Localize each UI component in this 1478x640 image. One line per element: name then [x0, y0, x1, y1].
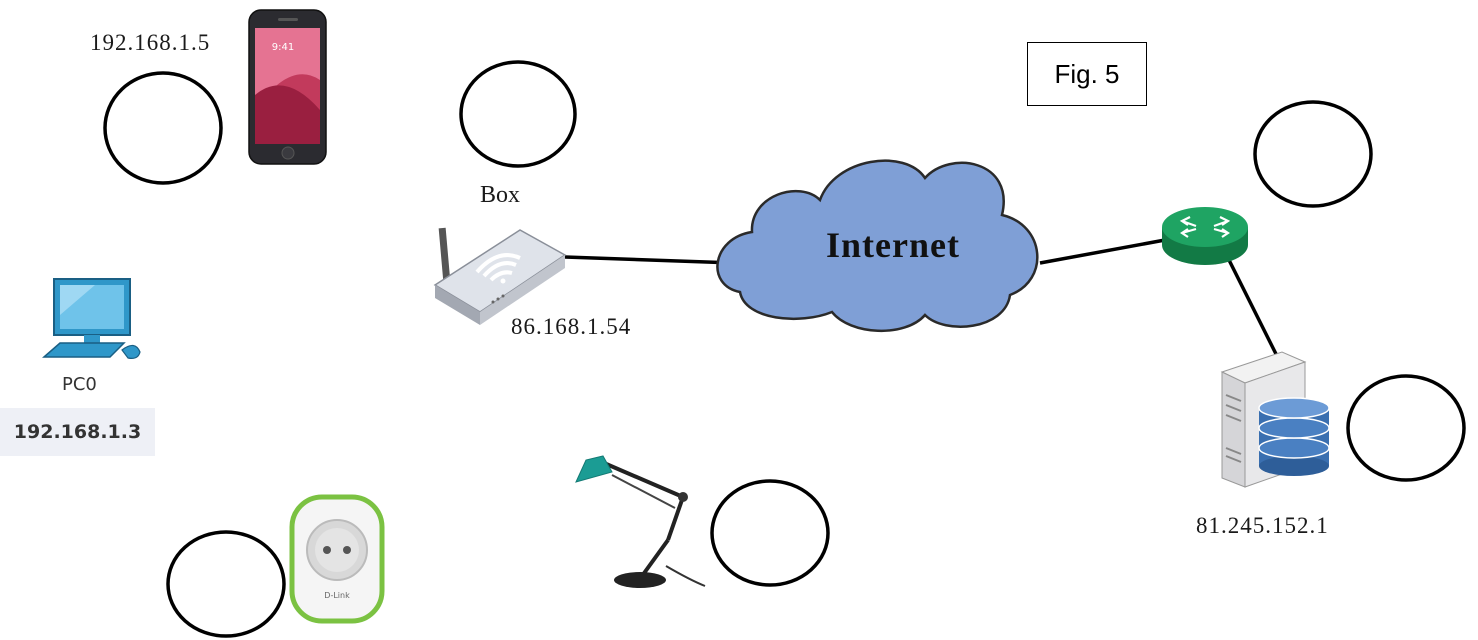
router-to-server-link: [1226, 257, 1278, 355]
smart-plug-icon: D-Link: [289, 494, 385, 624]
figure-label: Fig. 5: [1027, 42, 1147, 106]
answer-circle-phone[interactable]: [103, 71, 223, 185]
answer-circle-router[interactable]: [1253, 100, 1373, 208]
phone-ip-label: 192.168.1.5: [90, 30, 211, 55]
box-label: Box: [480, 182, 521, 208]
answer-circle-lamp[interactable]: [710, 479, 830, 587]
answer-circle-plug[interactable]: [166, 530, 286, 638]
answer-circle-server[interactable]: [1346, 374, 1466, 482]
pc-icon: [42, 278, 141, 359]
internet-to-router-link: [1039, 238, 1166, 265]
smartphone-icon: 9:41: [248, 9, 327, 165]
desk-lamp-icon: [575, 455, 706, 588]
wifi-box-icon: [433, 227, 567, 325]
internet-cloud-icon: [716, 159, 1039, 333]
server-database-icon: [1220, 351, 1330, 488]
pc-ip-label: 192.168.1.3: [0, 408, 155, 456]
pc-name-label: PC0: [62, 374, 97, 395]
box-to-internet-link: [564, 255, 736, 265]
router-icon: [1162, 207, 1248, 265]
box-ip-label: 86.168.1.54: [511, 314, 632, 339]
phone-screen-time: 9:41: [272, 42, 294, 53]
plug-brand: D-Link: [324, 591, 350, 600]
answer-circle-box[interactable]: [459, 60, 577, 168]
server-ip-label: 81.245.152.1: [1196, 513, 1329, 538]
internet-label: Internet: [826, 225, 960, 265]
